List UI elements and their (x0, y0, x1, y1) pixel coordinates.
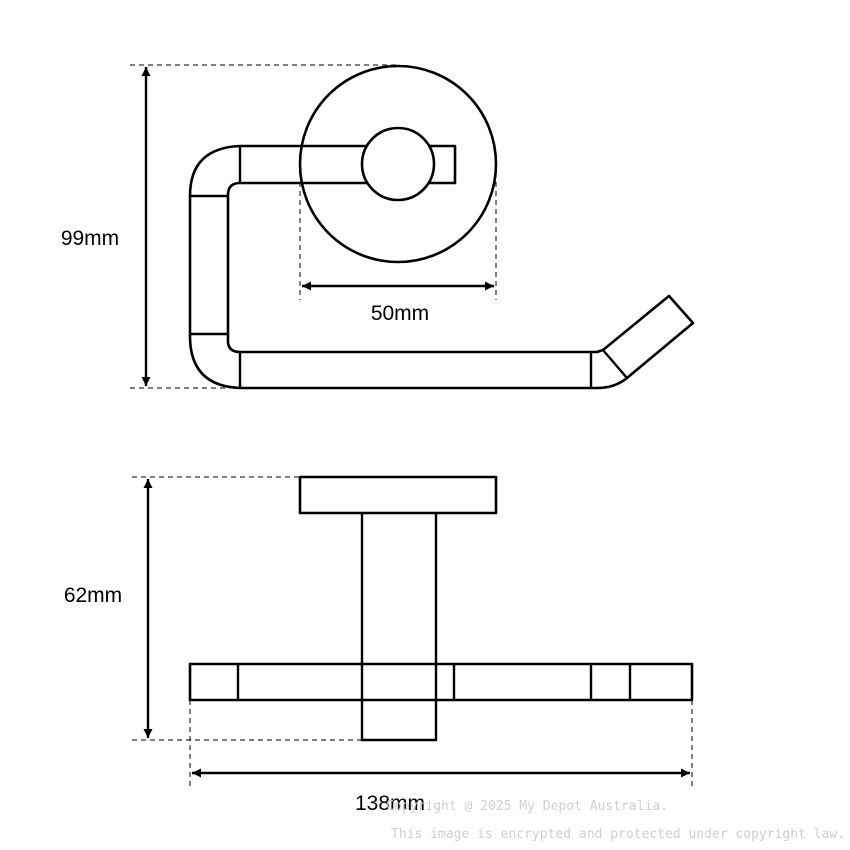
rose-diameter-label: 50mm (371, 302, 429, 325)
holder-arm (188, 144, 695, 390)
plan-view: 62mm 138mm (64, 475, 694, 815)
protection-watermark: This image is encrypted and protected un… (391, 827, 845, 842)
arm-joint-line (602, 349, 628, 379)
post (360, 513, 438, 742)
front-view: 99mm 50mm (61, 64, 695, 390)
post-circle (360, 126, 436, 202)
copyright-watermark: Copyright @ 2025 My Depot Australia. (386, 799, 668, 814)
height-dimension-label: 99mm (61, 227, 119, 250)
wall-plate (298, 475, 498, 515)
width-dimension-label: 138mm (355, 792, 425, 815)
depth-dimension-label: 62mm (64, 584, 122, 607)
holder-bar (188, 662, 694, 702)
